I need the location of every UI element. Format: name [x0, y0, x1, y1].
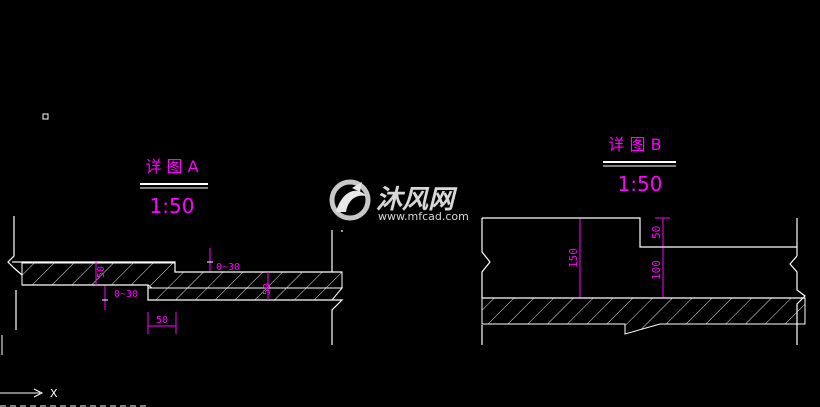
detail-b: 详 图 B 1:50 150 50 100 — [481, 135, 806, 345]
ucs-icon — [0, 335, 44, 398]
detail-a: 详 图 A 1:50 — [7, 157, 344, 345]
detail-a-dim-bottom-gap: 0~30 — [114, 289, 138, 300]
detail-b-dim-step-top: 50 — [650, 226, 663, 239]
ucs-x-label: X — [50, 387, 58, 400]
mfcad-watermark: 沐风网 www.mfcad.com — [329, 179, 469, 223]
detail-b-dim-step-bottom: 100 — [650, 260, 663, 280]
detail-a-title: 详 图 A — [145, 157, 198, 176]
detail-a-scale: 1:50 — [150, 194, 195, 218]
detail-a-dim-width: 50 — [156, 315, 168, 326]
detail-a-dim-ticks — [102, 261, 213, 301]
detail-b-slab — [481, 297, 806, 335]
watermark-url: www.mfcad.com — [378, 210, 469, 223]
detail-a-slab-right — [147, 287, 344, 301]
pickbox-marker — [42, 113, 49, 120]
detail-b-dimensions — [579, 217, 670, 298]
detail-a-dim-left-step: 50 — [96, 266, 107, 278]
detail-a-dimensions — [95, 248, 269, 334]
detail-a-dim-right-step: 50 — [262, 283, 273, 295]
detail-b-scale: 1:50 — [618, 172, 663, 196]
mfcad-logo-icon — [329, 179, 371, 221]
detail-b-dim-height-left: 150 — [567, 248, 580, 268]
detail-a-dim-top-gap: 0~30 — [216, 262, 240, 273]
watermark-name: 沐风网 — [376, 185, 458, 215]
detail-a-slab-left — [21, 262, 343, 289]
detail-b-title: 详 图 B — [608, 135, 661, 154]
detail-b-dim-ticks — [577, 217, 666, 299]
